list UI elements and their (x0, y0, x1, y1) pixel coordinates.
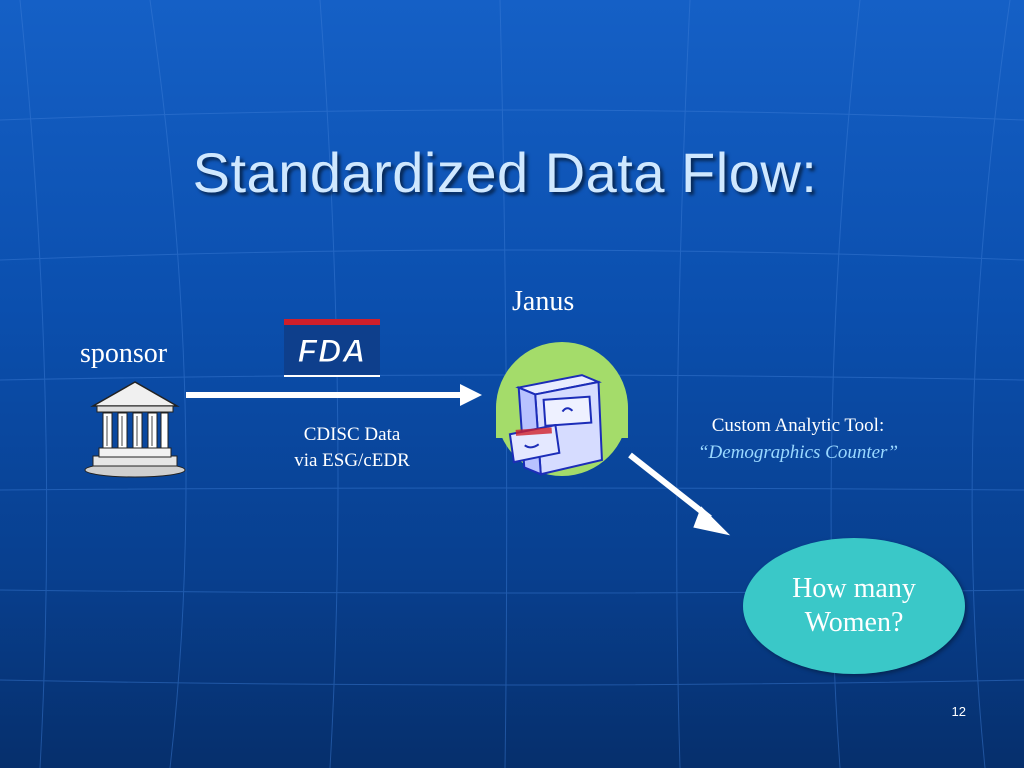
question-line-1: How many (792, 573, 916, 604)
tool-line-2: “Demographics Counter” (697, 442, 899, 463)
cdisc-line-1: CDISC Data (303, 424, 401, 445)
fda-logo: FDA (284, 319, 380, 377)
tool-line-1: Custom Analytic Tool: (711, 415, 885, 436)
slide-title: Standardized Data Flow: (192, 141, 818, 204)
custom-analytic-tool-label: Custom Analytic Tool: “Demographics Coun… (668, 412, 928, 466)
fda-logo-text: FDA (298, 333, 367, 369)
sponsor-label: sponsor (80, 338, 168, 369)
janus-label: Janus (512, 286, 575, 317)
cdisc-data-label: CDISC Data via ESG/cEDR (268, 422, 436, 474)
page-number: 12 (951, 704, 966, 719)
cdisc-line-2: via ESG/cEDR (294, 450, 410, 471)
question-bubble: How many Women? (743, 538, 965, 674)
question-line-2: Women? (804, 607, 904, 638)
